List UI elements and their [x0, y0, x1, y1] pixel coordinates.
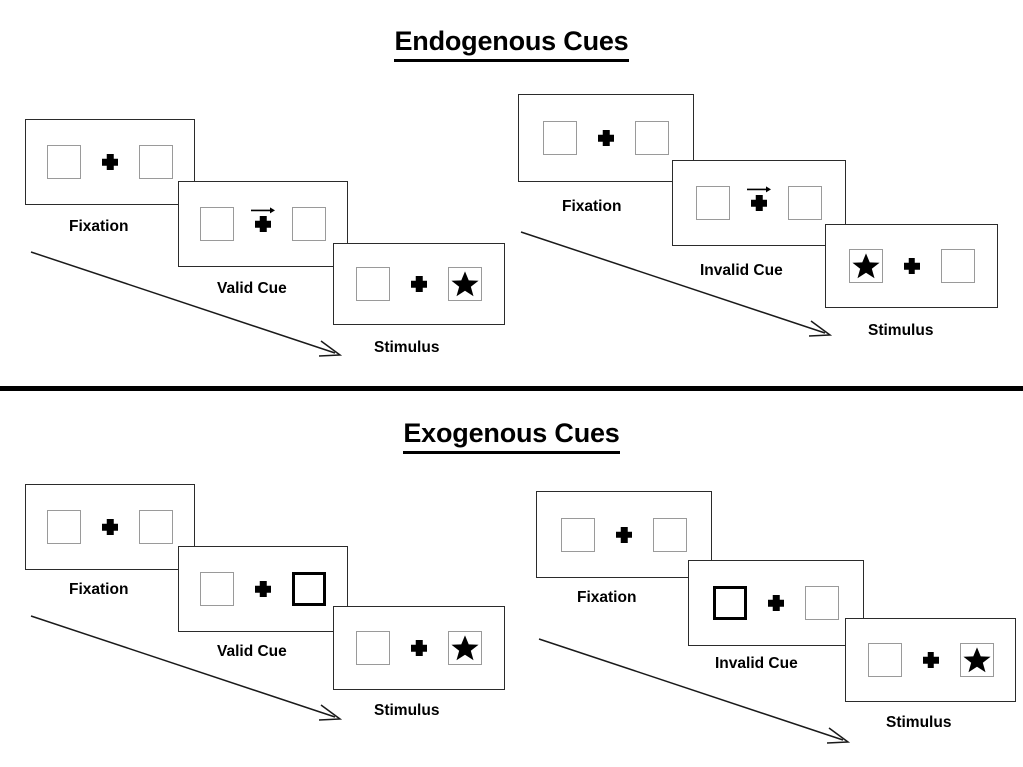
- plus-fixation-cross-icon: [589, 121, 623, 155]
- placeholder-box-left: [200, 572, 234, 606]
- placeholder-box-right: [635, 121, 669, 155]
- placeholder-box-right: [139, 145, 173, 179]
- placeholder-box-left: [696, 186, 730, 220]
- placeholder-box-right-with-target: [448, 267, 482, 301]
- placeholder-box-right-with-target: [959, 643, 994, 677]
- frame-label-exogenous-valid-fixation: Fixation: [69, 581, 129, 598]
- frame-label-exogenous-valid-stimulus: Stimulus: [374, 702, 440, 719]
- placeholder-box-left: [47, 510, 81, 544]
- placeholder-box-left: [356, 631, 390, 665]
- stimulus-row: [519, 121, 693, 155]
- frame-label-exogenous-valid-cue: Valid Cue: [217, 643, 287, 660]
- trial-frame-endogenous-valid-cue: [178, 181, 348, 267]
- placeholder-box-right: [940, 249, 975, 283]
- trial-frame-exogenous-invalid-stimulus: [845, 618, 1016, 702]
- right-arrow-cue-icon: [251, 207, 275, 214]
- diagonal-time-arrow-icon: [30, 615, 343, 721]
- placeholder-box-right: [139, 510, 173, 544]
- trial-frame-exogenous-valid-fixation: [25, 484, 195, 570]
- section-title-endogenous-text: Endogenous Cues: [394, 26, 629, 62]
- section-title-exogenous-text: Exogenous Cues: [403, 418, 620, 454]
- placeholder-box-left: [543, 121, 577, 155]
- plus-fixation-cross-icon: [895, 249, 929, 283]
- placeholder-box-right-cued: [292, 572, 326, 606]
- plus-fixation-cross-icon: [246, 572, 280, 606]
- frame-label-exogenous-invalid-stimulus: Stimulus: [886, 714, 952, 731]
- star-icon: [451, 635, 479, 661]
- placeholder-box-right: [805, 586, 839, 620]
- stimulus-row: [537, 517, 711, 552]
- trial-frame-exogenous-valid-cue: [178, 546, 348, 632]
- stimulus-row: [26, 510, 194, 544]
- placeholder-box-left-with-target: [848, 249, 883, 283]
- diagonal-time-arrow-icon: [520, 231, 833, 337]
- placeholder-box-right: [292, 207, 326, 241]
- frame-label-exogenous-invalid-cue: Invalid Cue: [715, 655, 798, 672]
- trial-frame-endogenous-valid-fixation: [25, 119, 195, 205]
- placeholder-box-left: [867, 643, 902, 677]
- frame-label-endogenous-valid-cue: Valid Cue: [217, 280, 287, 297]
- right-arrow-cue-icon: [747, 186, 771, 193]
- placeholder-box-left-cued: [713, 586, 747, 620]
- frame-label-endogenous-invalid-fixation: Fixation: [562, 198, 622, 215]
- placeholder-box-right-with-target: [448, 631, 482, 665]
- plus-fixation-cross-icon: [742, 186, 776, 220]
- placeholder-box-left: [561, 517, 595, 552]
- plus-fixation-cross-icon: [402, 631, 436, 665]
- frame-label-endogenous-invalid-cue: Invalid Cue: [700, 262, 783, 279]
- placeholder-box-left: [200, 207, 234, 241]
- stimulus-row: [26, 145, 194, 179]
- stimulus-row: [846, 643, 1015, 677]
- star-icon: [851, 253, 880, 279]
- trial-frame-endogenous-invalid-stimulus: [825, 224, 998, 308]
- stimulus-row: [179, 572, 347, 606]
- plus-fixation-cross-icon: [402, 267, 436, 301]
- diagonal-time-arrow-icon: [30, 251, 343, 357]
- trial-frame-endogenous-invalid-fixation: [518, 94, 694, 182]
- trial-frame-endogenous-valid-stimulus: [333, 243, 505, 325]
- placeholder-box-left: [47, 145, 81, 179]
- trial-frame-exogenous-invalid-fixation: [536, 491, 712, 578]
- placeholder-box-left: [356, 267, 390, 301]
- frame-label-endogenous-valid-fixation: Fixation: [69, 218, 129, 235]
- frame-label-endogenous-invalid-stimulus: Stimulus: [868, 322, 934, 339]
- trial-frame-exogenous-invalid-cue: [688, 560, 864, 646]
- section-title-endogenous: Endogenous Cues: [0, 26, 1023, 62]
- plus-fixation-cross-icon: [914, 643, 948, 677]
- stimulus-row: [673, 186, 845, 220]
- diagonal-time-arrow-icon: [538, 638, 851, 744]
- stimulus-row: [689, 586, 863, 620]
- plus-fixation-cross-icon: [93, 145, 127, 179]
- section-divider: [0, 386, 1023, 391]
- placeholder-box-right: [653, 517, 687, 552]
- trial-frame-exogenous-valid-stimulus: [333, 606, 505, 690]
- frame-label-exogenous-invalid-fixation: Fixation: [577, 589, 637, 606]
- trial-frame-endogenous-invalid-cue: [672, 160, 846, 246]
- placeholder-box-right: [788, 186, 822, 220]
- frame-label-endogenous-valid-stimulus: Stimulus: [374, 339, 440, 356]
- plus-fixation-cross-icon: [607, 518, 641, 552]
- plus-fixation-cross-icon: [759, 586, 793, 620]
- stimulus-row: [334, 631, 504, 665]
- plus-fixation-cross-icon: [246, 207, 280, 241]
- stimulus-row: [826, 249, 997, 283]
- stimulus-row: [179, 207, 347, 241]
- stimulus-row: [334, 267, 504, 301]
- section-title-exogenous: Exogenous Cues: [0, 418, 1023, 454]
- star-icon: [451, 271, 479, 297]
- star-icon: [962, 647, 991, 673]
- plus-fixation-cross-icon: [93, 510, 127, 544]
